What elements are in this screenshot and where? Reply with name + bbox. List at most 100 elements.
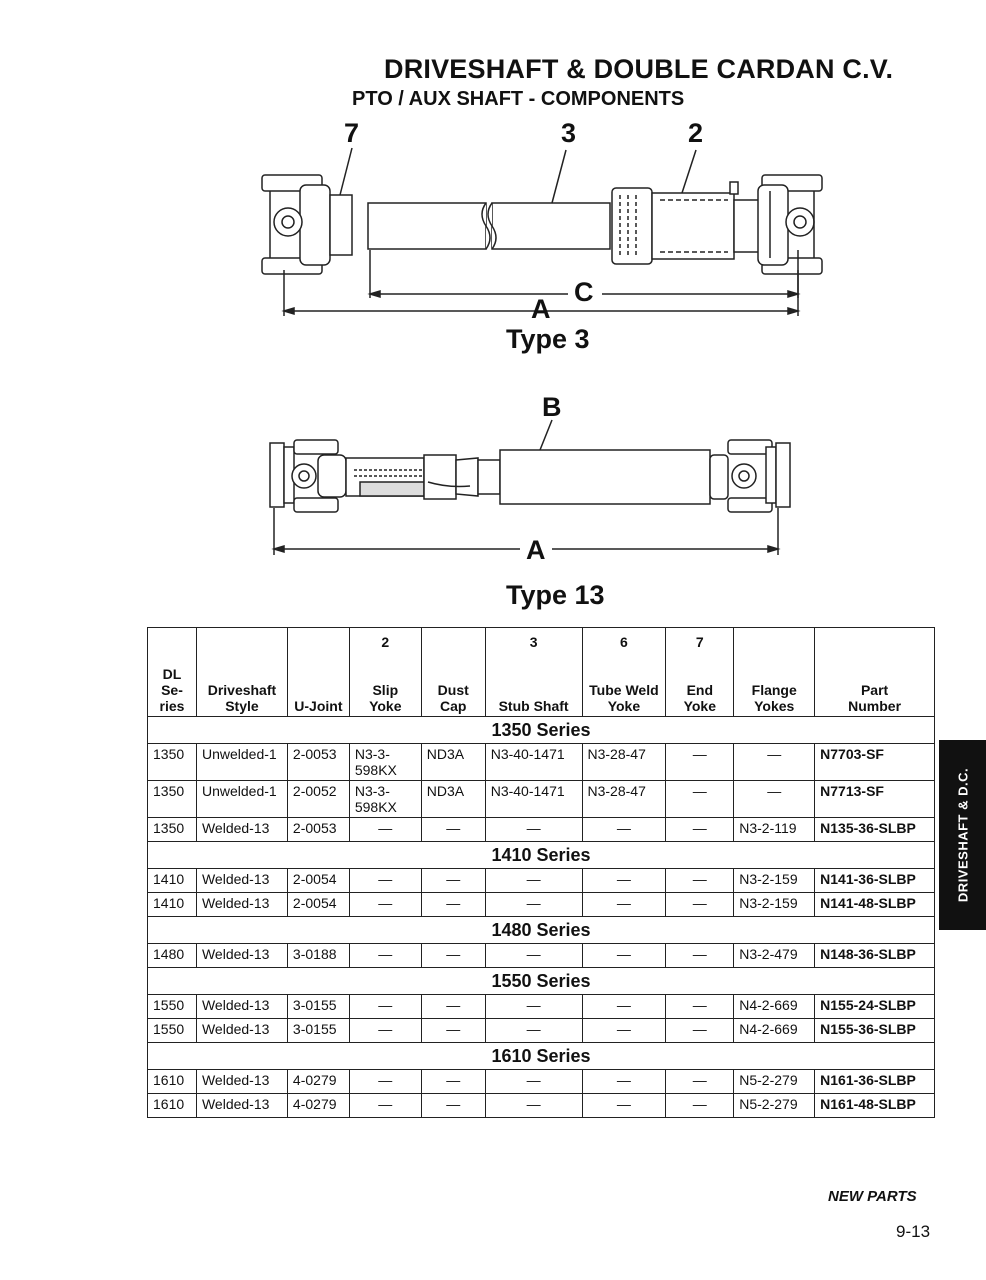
page-number: 9-13 [896, 1222, 931, 1241]
table-cell: N5-2-279 [733, 1093, 816, 1118]
column-header-line: Flange [751, 682, 797, 698]
table-cell: N3-40-1471 [484, 743, 583, 781]
column-header-line: Driveshaft [207, 682, 277, 698]
table-cell: Unwelded-1 [195, 743, 288, 781]
table-cell: N3-2-119 [733, 817, 816, 842]
table-cell: 1350 [147, 817, 197, 842]
table-cell: N3-40-1471 [484, 780, 583, 818]
table-cell: Welded-13 [195, 1069, 288, 1094]
table-cell: 2-0054 [286, 868, 350, 893]
table-cell: — [348, 994, 422, 1019]
table-cell: N5-2-279 [733, 1069, 816, 1094]
table-cell: N3-28-47 [581, 780, 667, 818]
table-cell: — [581, 1018, 667, 1043]
page-title: DRIVESHAFT & DOUBLE CARDAN C.V. [384, 54, 894, 84]
part-number-cell: N155-36-SLBP [814, 1018, 935, 1043]
table-cell: — [420, 1018, 486, 1043]
table-cell: — [348, 892, 422, 917]
table-cell: — [581, 1093, 667, 1118]
table-cell: 4-0279 [286, 1069, 350, 1094]
column-header-line: End [686, 682, 714, 698]
table-cell: Welded-13 [195, 943, 288, 968]
column-header-line: Se- [161, 682, 183, 698]
table-cell: — [420, 1093, 486, 1118]
table-cell: — [665, 743, 735, 781]
table-cell: N4-2-669 [733, 994, 816, 1019]
table-cell: 2-0053 [286, 743, 350, 781]
series-heading: 1410 Series [147, 841, 935, 869]
table-cell: — [420, 892, 486, 917]
table-cell: — [665, 780, 735, 818]
column-header-line: Yoke [369, 698, 402, 714]
table-cell: 1550 [147, 1018, 197, 1043]
table-cell: — [420, 868, 486, 893]
part-number-cell: N161-36-SLBP [814, 1069, 935, 1094]
table-cell: — [665, 1093, 735, 1118]
table-cell: 1480 [147, 943, 197, 968]
table-cell: — [665, 868, 735, 893]
table-cell: N3-2-159 [733, 868, 816, 893]
series-heading: 1350 Series [147, 716, 935, 744]
table-cell: — [348, 868, 422, 893]
table-cell: — [665, 1018, 735, 1043]
column-header-line: Number [848, 698, 902, 714]
column-header-line: ries [159, 698, 185, 714]
table-cell: — [484, 817, 583, 842]
type3-drawing [261, 147, 823, 316]
column-header-line: Yoke [683, 698, 717, 714]
part-number-cell: N141-48-SLBP [814, 892, 935, 917]
callout-2: 2 [688, 118, 704, 148]
column-header-line: Cap [440, 698, 467, 714]
table-cell: — [581, 994, 667, 1019]
table-cell: — [484, 1093, 583, 1118]
table-cell: 2-0052 [286, 780, 350, 818]
callout-B: B [542, 392, 562, 422]
table-cell: — [348, 943, 422, 968]
type13-label: Type 13 [506, 580, 605, 610]
table-cell: — [733, 780, 816, 818]
series-heading: 1550 Series [147, 967, 935, 995]
table-cell: 1610 [147, 1093, 197, 1118]
part-number-cell: N148-36-SLBP [814, 943, 935, 968]
table-cell: N3-3- 598KX [348, 780, 422, 818]
part-number-cell: N7703-SF [814, 743, 935, 781]
table-cell: 3-0188 [286, 943, 350, 968]
table-cell: 3-0155 [286, 994, 350, 1019]
table-cell: — [581, 892, 667, 917]
table-cell: Welded-13 [195, 817, 288, 842]
column-header-line: Yoke [607, 698, 641, 714]
column-header-line: Part [860, 682, 889, 698]
table-cell: 3-0155 [286, 1018, 350, 1043]
table-cell: — [581, 868, 667, 893]
table-cell: N3-2-159 [733, 892, 816, 917]
table-cell: — [581, 1069, 667, 1094]
table-cell: — [581, 943, 667, 968]
column-callout-number: 3 [529, 634, 538, 650]
table-cell: — [581, 817, 667, 842]
column-header-line: Tube Weld [589, 682, 659, 698]
table-cell: 1350 [147, 780, 197, 818]
table-cell: — [665, 817, 735, 842]
series-heading: 1610 Series [147, 1042, 935, 1070]
table-cell: — [348, 1069, 422, 1094]
column-callout-number: 7 [695, 634, 704, 650]
callout-C: C [574, 277, 594, 307]
table-cell: — [484, 1018, 583, 1043]
